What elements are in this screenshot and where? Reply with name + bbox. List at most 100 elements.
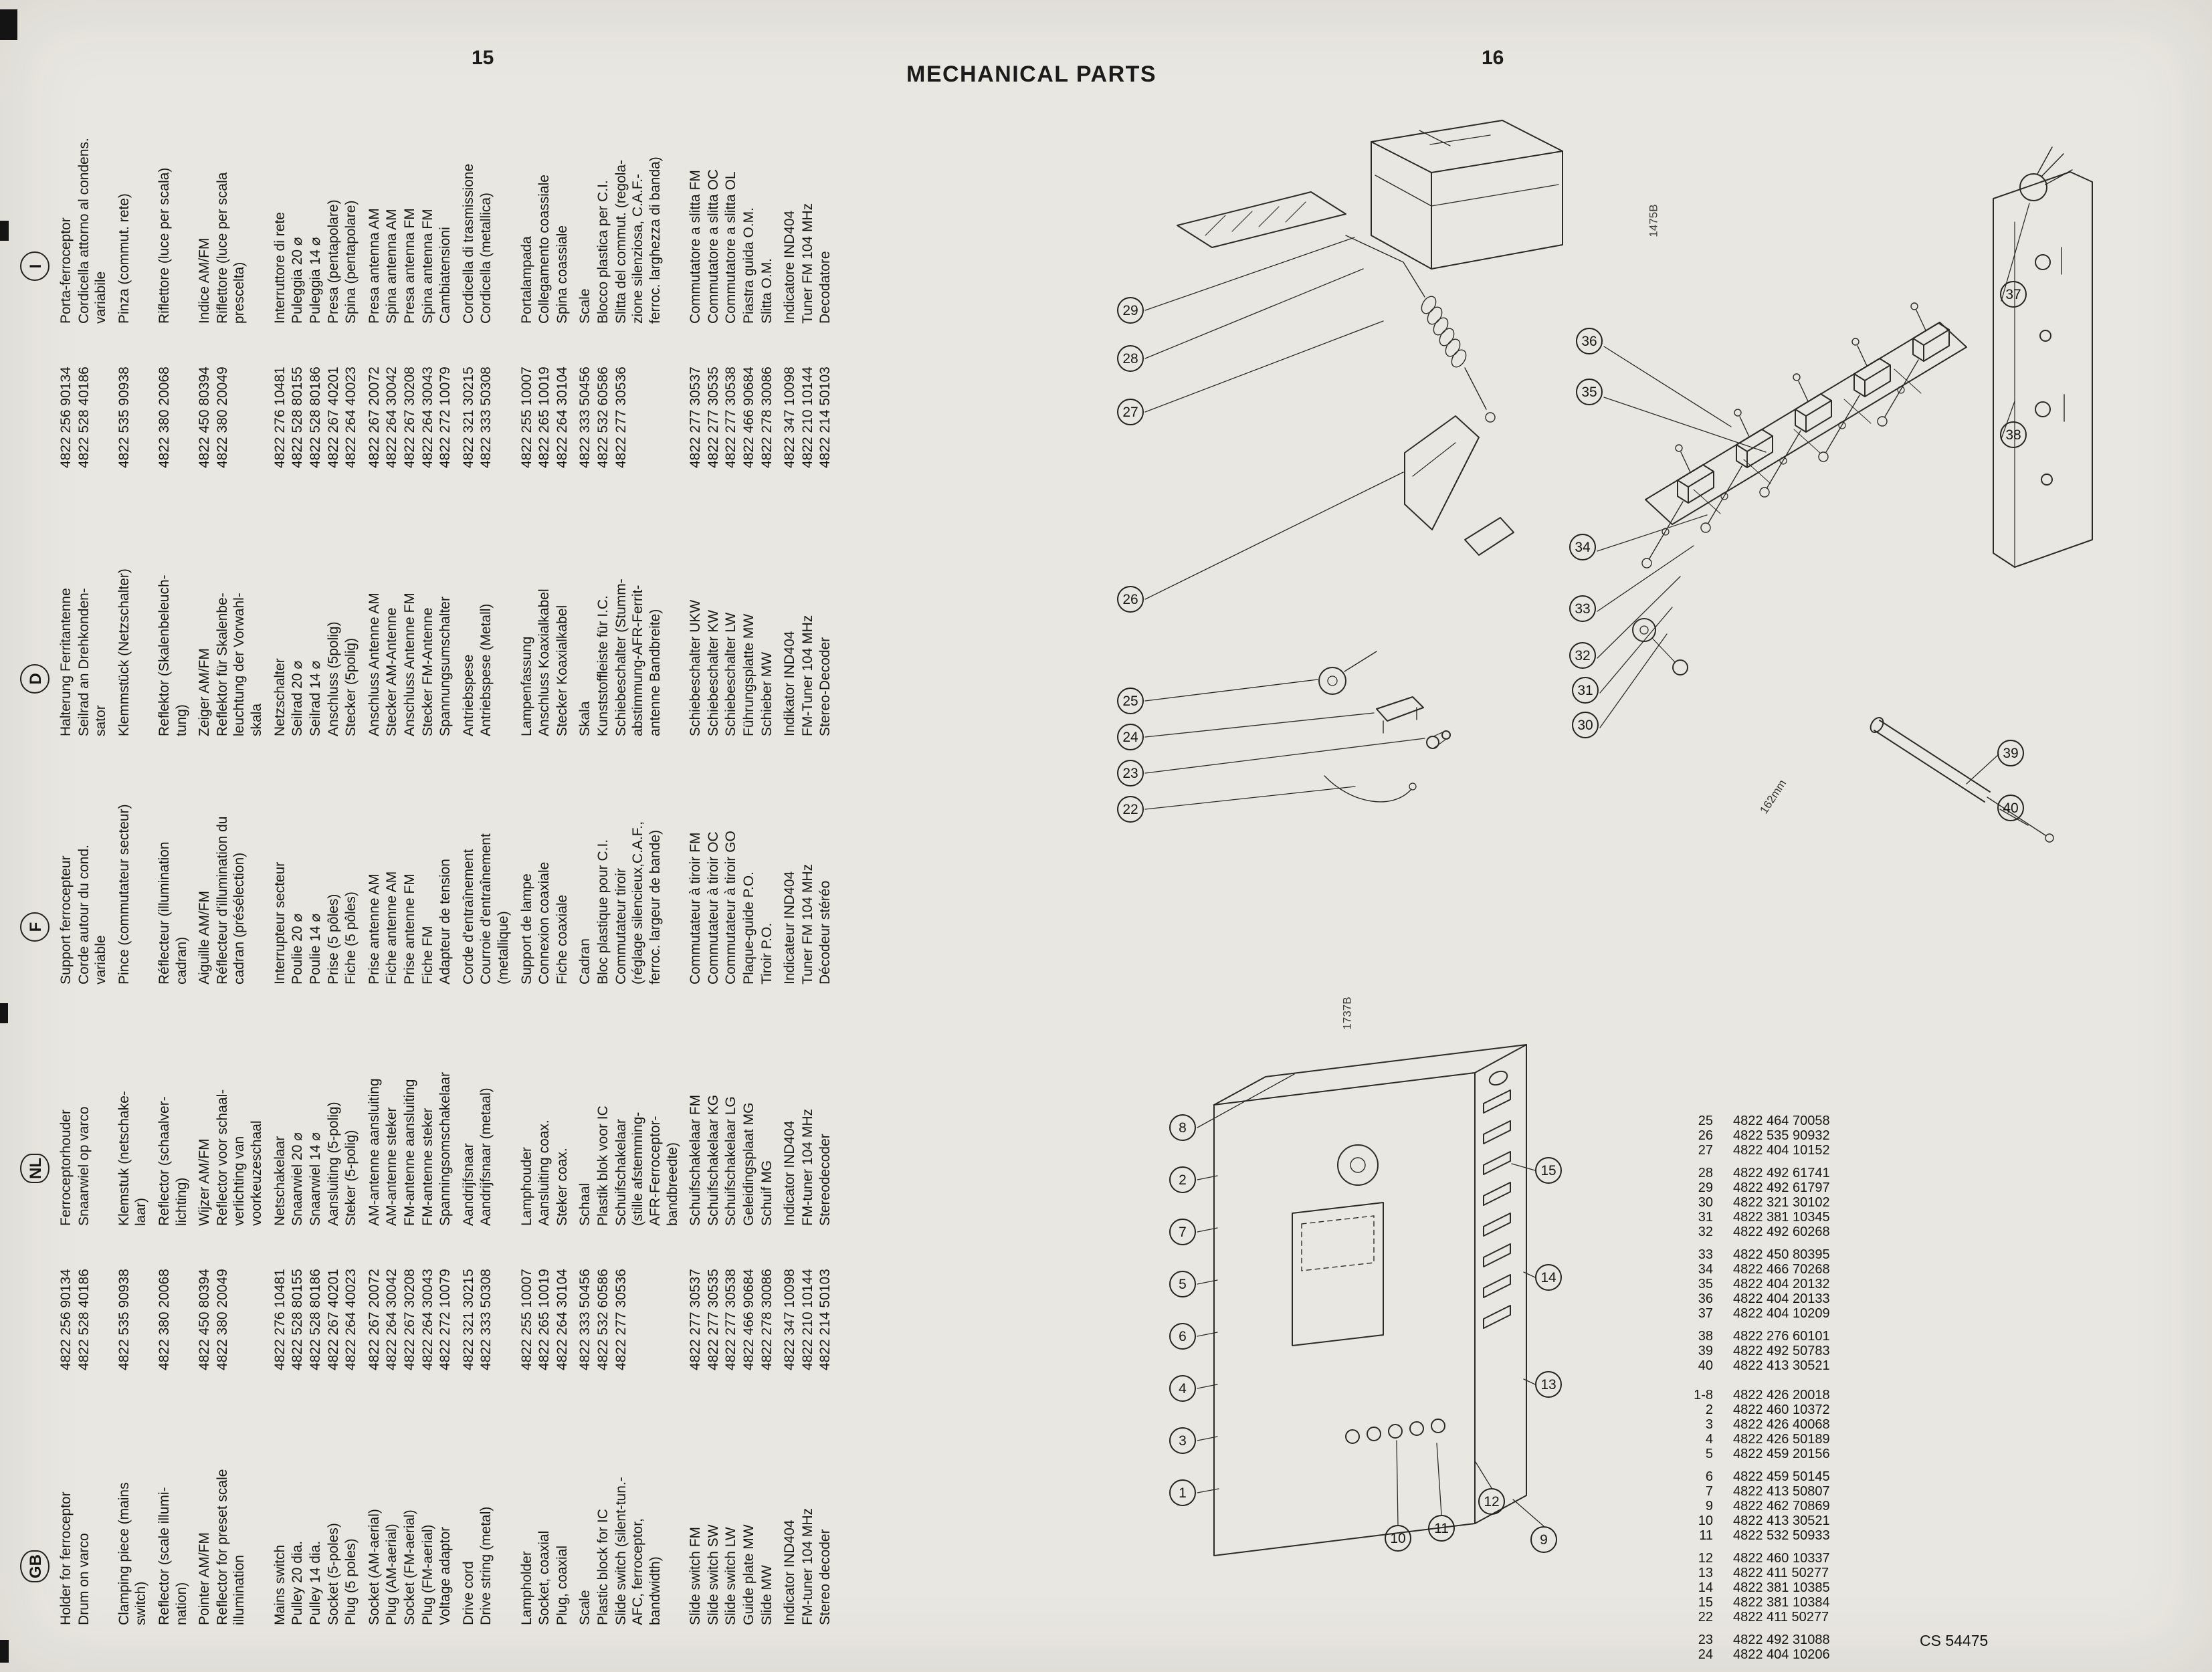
parts-cell-f: Corde autour du cond. variable	[76, 845, 109, 984]
parts-cell-gb: Clamping piece (mains switch)	[116, 1482, 149, 1625]
cabinet-exploded-art	[1144, 120, 1563, 810]
parts-cell-nl: Schuifschakelaar KG	[705, 1094, 721, 1226]
leader-lines	[1144, 237, 1425, 810]
parts-cell-gb: Socket (AM-aerial)	[366, 1509, 382, 1625]
parts-cell-num: 4822 450 80394	[197, 1269, 213, 1370]
parts-cell-i: Cordicella di trasmissione	[460, 163, 476, 324]
radio-front-art	[1197, 1044, 1544, 1556]
parts-cell-i: Presa antenna FM	[401, 208, 417, 324]
parts-cell-num: 4822 264 30042	[384, 367, 400, 468]
parts-cell-num: 4822 528 80155	[290, 367, 306, 468]
parts-cell-num: 4822 321 30215	[460, 367, 476, 468]
parts-cell-f: Courroie d'entraînement (metallique)	[478, 833, 512, 984]
parts-cell-nl: Schaal	[577, 1182, 593, 1226]
parts-cell-d: FM-Tuner 104 MHz	[799, 615, 815, 736]
parts-table-header-spacer	[20, 348, 49, 468]
part-number: 4822 411 50277	[1733, 1566, 1829, 1580]
item-number: 15	[1698, 1595, 1713, 1610]
parts-cell-gb: Socket, coaxial	[536, 1530, 552, 1625]
parts-cell-num: 4822 265 10019	[536, 367, 552, 468]
callout-32: 32	[1569, 642, 1596, 669]
parts-cell-gb: Slide MW	[759, 1565, 775, 1625]
parts-cell-d: Kunststoffleiste für I.C.	[595, 595, 611, 736]
language-header-nl: NL	[20, 1154, 49, 1183]
parts-cell-num: 4822 255 10007	[518, 1269, 534, 1370]
part-number: 4822 381 10384	[1733, 1595, 1830, 1610]
parts-cell-num: 4822 347 10098	[782, 1269, 798, 1370]
parts-cell-num: 4822 528 80186	[307, 367, 323, 468]
language-header-d: D	[20, 664, 49, 694]
parts-cell-f: Fiche (5 pôles)	[343, 892, 359, 984]
parts-cell-i: Piastra guida O.M.	[740, 207, 757, 324]
parts-cell-num: 4822 214 50103	[817, 1269, 833, 1370]
parts-cell-f: Support ferrocepteur	[58, 855, 74, 984]
item-number: 38	[1698, 1329, 1713, 1344]
parts-cell-num: 4822 466 90684	[740, 367, 757, 468]
callout-35: 35	[1576, 379, 1603, 405]
part-number: 4822 413 30521	[1733, 1513, 1830, 1528]
part-number: 4822 492 31088	[1733, 1633, 1830, 1647]
parts-cell-d: Zeiger AM/FM	[197, 648, 213, 736]
registration-mark	[0, 1003, 8, 1023]
parts-cell-num: 4822 264 30042	[384, 1269, 400, 1370]
parts-cell-i: Tuner FM 104 MHz	[799, 203, 815, 324]
parts-cell-gb: Slide switch (silent-tun.- AFC, ferrocep…	[613, 1477, 663, 1625]
parts-cell-d: Spannungsumschalter	[437, 597, 454, 736]
registration-mark	[0, 1640, 9, 1663]
parts-cell-gb: Indicator IND404	[782, 1520, 798, 1625]
parts-list-row: 38 4822 276 60101	[1676, 1329, 1830, 1344]
parts-cell-f: Aiguille AM/FM	[197, 890, 213, 984]
parts-cell-gb: Drive cord	[460, 1561, 476, 1625]
page-title: MECHANICAL PARTS	[906, 62, 1157, 87]
parts-cell-nl: FM-antenne steker	[419, 1108, 435, 1226]
callout-1: 1	[1169, 1479, 1196, 1506]
parts-cell-d: Schiebeschalter UKW	[688, 599, 704, 736]
page-number-right: 16	[1482, 47, 1504, 69]
part-number: 4822 276 60101	[1733, 1329, 1830, 1344]
item-number: 33	[1698, 1247, 1713, 1262]
parts-cell-f: Pince (commutateur secteur)	[116, 804, 132, 984]
parts-cell-f: Cadran	[577, 938, 593, 984]
parts-cell-num: 4822 256 90134	[58, 367, 74, 468]
parts-cell-f: Connexion coaxiale	[536, 861, 552, 984]
parts-cell-nl: Snaarwiel 20 ⌀	[290, 1132, 306, 1226]
parts-cell-gb: Socket (FM-aerial)	[401, 1509, 417, 1625]
parts-cell-num: 4822 267 20072	[366, 367, 382, 468]
parts-table-header-cell: NL	[20, 1009, 49, 1226]
parts-cell-i: Indice AM/FM	[197, 237, 213, 324]
part-number: 4822 321 30102	[1733, 1195, 1830, 1210]
parts-cell-num: 4822 210 10144	[799, 1269, 815, 1370]
parts-cell-d: Reflektor für Skalenbe- leuchtung der Vo…	[214, 593, 265, 736]
item-number: 4	[1705, 1432, 1713, 1447]
parts-cell-d: Schiebeschalter LW	[723, 612, 739, 736]
parts-cell-f: Réflecteur d'illumination du cadran (pré…	[214, 816, 247, 984]
parts-cell-num: 4822 277 30537	[688, 367, 704, 468]
parts-cell-d: Stecker Koaxialkabel	[554, 605, 570, 736]
parts-cell-d: Anschluss (5polig)	[325, 621, 341, 736]
item-number: 3	[1705, 1417, 1713, 1432]
parts-cell-i: Puleggia 14 ⌀	[307, 237, 323, 324]
part-number: 4822 426 20018	[1733, 1388, 1830, 1402]
parts-cell-d: Skala	[577, 701, 593, 736]
parts-cell-d: Antriebspese	[460, 654, 476, 736]
parts-cell-f: Commutateur à tiroir FM	[688, 832, 704, 984]
parts-table-header-spacer	[20, 1250, 49, 1370]
parts-cell-i: Cambiatensioni	[437, 227, 454, 324]
item-number: 27	[1698, 1143, 1713, 1158]
